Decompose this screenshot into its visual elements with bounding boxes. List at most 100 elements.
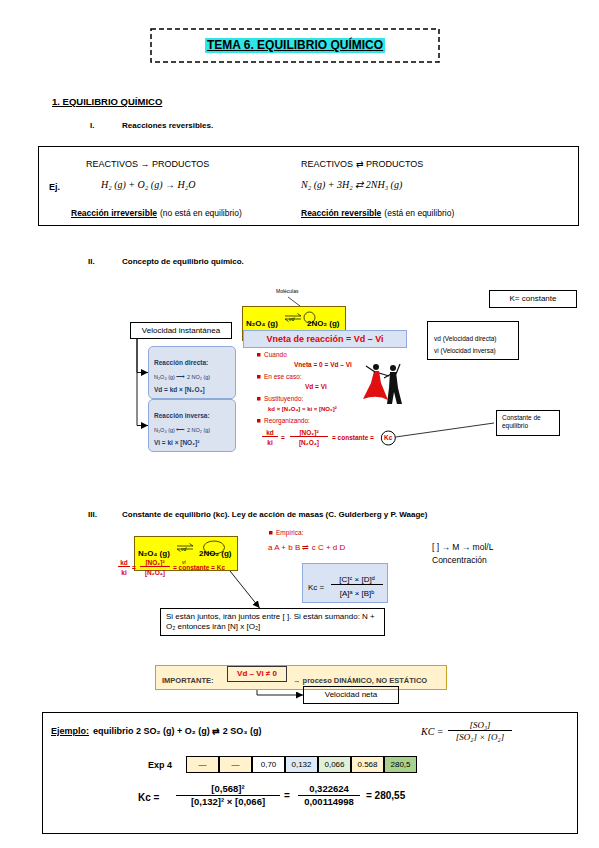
node-text: Ej.	[49, 182, 60, 192]
fraction-part: ki	[118, 569, 130, 576]
note-box: K= constante	[489, 290, 577, 308]
dancer-body	[387, 372, 402, 404]
title-area: TEMA 6. EQUILIBRIO QUÍMICO	[151, 29, 439, 62]
text-group: vi (Velocidad inversa)	[434, 339, 496, 357]
connector-arrow	[230, 571, 260, 608]
bullet-text: En ese caso:	[264, 373, 302, 380]
node-text: [SO₃]	[448, 720, 512, 731]
text-group: N₂O₄ (g)	[138, 542, 170, 560]
node-text: Vd – Vi ≠ 0	[237, 669, 277, 678]
text-group: vd (Velocidad directa)	[434, 327, 497, 345]
text-group: Ej.	[49, 176, 60, 194]
node-text: Reacción irreversible	[71, 208, 157, 218]
bullet	[269, 531, 273, 535]
dancer-head	[390, 365, 396, 371]
connector-arrow	[137, 339, 148, 426]
dancers-illustration	[363, 364, 402, 404]
text-group: Reacción directa:	[154, 351, 208, 369]
subsection-heading: Concepto de equilibrio químico.	[122, 257, 244, 266]
leader-line	[396, 423, 495, 437]
important-band: IMPORTANTE: → proceso DINÁMICO, NO ESTÁTI…	[155, 665, 447, 690]
text-group: N₂O₄ (g) ⟵ 2 NO₂ (g)	[154, 418, 210, 436]
text-group: N₂O₄ (g)	[246, 312, 278, 330]
formula-text: =	[132, 564, 136, 571]
node-text: (está en equilibrio)	[384, 208, 454, 218]
section-heading: 1. EQUILIBRIO QUÍMICO	[52, 97, 162, 108]
formula-text: Vd = Vi	[305, 383, 327, 390]
text-group: → proceso DINÁMICO, NO ESTÁTICO	[293, 669, 427, 687]
fraction-part: kd	[118, 559, 130, 567]
node-text: N₂O₄ (g)	[246, 319, 278, 328]
text-group: Reacción irreversible(no está en equilib…	[71, 202, 242, 220]
formula-text: Vneta = 0 = Vd – Vi	[294, 361, 352, 368]
formula-text: = constante = Kc	[173, 564, 225, 571]
table-cell: —	[186, 756, 219, 773]
text-group: N₂ (g) + 3H₂ ⇄ 2NH₃ (g)	[301, 174, 402, 192]
text-group: H₂ (g) + O₂ (g) → H₂O	[101, 174, 195, 192]
node-text: Reacción directa:	[154, 359, 208, 366]
formula-text: = 280,55	[366, 790, 405, 802]
node-text: Si están juntos, irán juntos entre [ ]. …	[161, 609, 384, 634]
node-text: KC =	[421, 726, 444, 737]
text-group: [SO₃]	[448, 714, 512, 732]
node-text: (no está en equilibrio)	[160, 208, 242, 218]
node-text: 2NO₂ (g)	[199, 549, 231, 558]
table-cell: 0,132	[285, 756, 318, 773]
text-group: Reacción inversa:	[154, 404, 210, 422]
connector-arrow	[137, 339, 148, 373]
node-text: N₂O₄ (g) ⟶ 2 NO₂ (g)	[154, 374, 210, 380]
node-text: N₂O₄ (g) ⟵ 2 NO₂ (g)	[154, 427, 210, 433]
section-number: II.	[88, 257, 95, 266]
note-text: [ ] → M → mol/L	[432, 543, 493, 553]
text-group: [A]ᵃ × [B]ᵇ	[331, 582, 383, 600]
text-group: Vd = kd × [N₂O₄]	[154, 378, 205, 396]
formula-text: a A + b B ⇌ c C + d D	[268, 543, 345, 552]
node-text: vd	[181, 546, 186, 552]
node-text: IMPORTANTE:	[162, 676, 214, 685]
fraction-part: [N₂O₄]	[290, 439, 328, 446]
subsection-heading: Constante de equilibrio (kc). Ley de acc…	[122, 510, 427, 519]
leader-line	[288, 297, 300, 306]
text-group: vd	[289, 307, 294, 325]
table-cell: 280,5	[384, 756, 417, 773]
bullet-text: Empírica:	[276, 529, 303, 536]
node-text: K= constante	[510, 294, 557, 303]
formula-text: Kc =	[138, 792, 159, 804]
node-text: Vi = ki × [NO₂]²	[154, 439, 199, 446]
text-group: Vi = ki × [NO₂]²	[154, 431, 199, 449]
dancer-arms	[384, 364, 400, 378]
node-text: [A]ᵃ × [B]ᵇ	[331, 589, 383, 598]
fraction-part: [N₂O₄]	[140, 569, 170, 576]
table-cell: 0,066	[318, 756, 351, 773]
dancer-arms	[366, 366, 389, 376]
page-title: TEMA 6. EQUILIBRIO QUÍMICO	[205, 38, 385, 54]
text-group: 2NO₂ (g)	[199, 542, 231, 560]
table-cell: 0,70	[252, 756, 285, 773]
node-text: Reacción inversa:	[154, 412, 210, 419]
node-text: N₂ (g) + 3H₂ ⇄ 2NH₃ (g)	[301, 179, 402, 190]
callout-label: Moléculas	[276, 289, 299, 295]
node-text: 2NO₂ (g)	[307, 319, 339, 328]
node-text: REACTIVOS → PRODUCTOS	[86, 159, 209, 169]
formula-text: =	[281, 434, 285, 441]
bullet	[257, 397, 261, 401]
fraction-part: [NO₂]²	[290, 429, 328, 437]
bullet-text: Cuando	[264, 351, 287, 358]
text-group: N₂O₄ (g) ⟶ 2 NO₂ (g)	[154, 365, 210, 383]
text-group: vd	[181, 537, 186, 555]
node-text: [SO₂] × [O₂]	[448, 732, 512, 742]
text-group: KC =	[421, 721, 444, 739]
subsection-heading: Reacciones reversibles.	[122, 121, 213, 130]
note-box: Velocidad instantánea	[130, 322, 232, 339]
section-number: I.	[90, 121, 94, 130]
node-text: Vd = kd × [N₂O₄]	[154, 386, 205, 393]
reaction-card: Reacción directa: N₂O₄ (g) ⟶ 2 NO₂ (g) Vd …	[148, 346, 236, 399]
text-group: [C]ᶜ × [D]ᵈ	[331, 568, 383, 586]
dancer-head	[373, 364, 379, 370]
dancer-dress	[363, 371, 388, 400]
text-group: REACTIVOS → PRODUCTOS	[86, 153, 209, 171]
fraction-part: ki	[262, 439, 278, 446]
node-text: vi (Velocidad inversa)	[434, 347, 496, 354]
